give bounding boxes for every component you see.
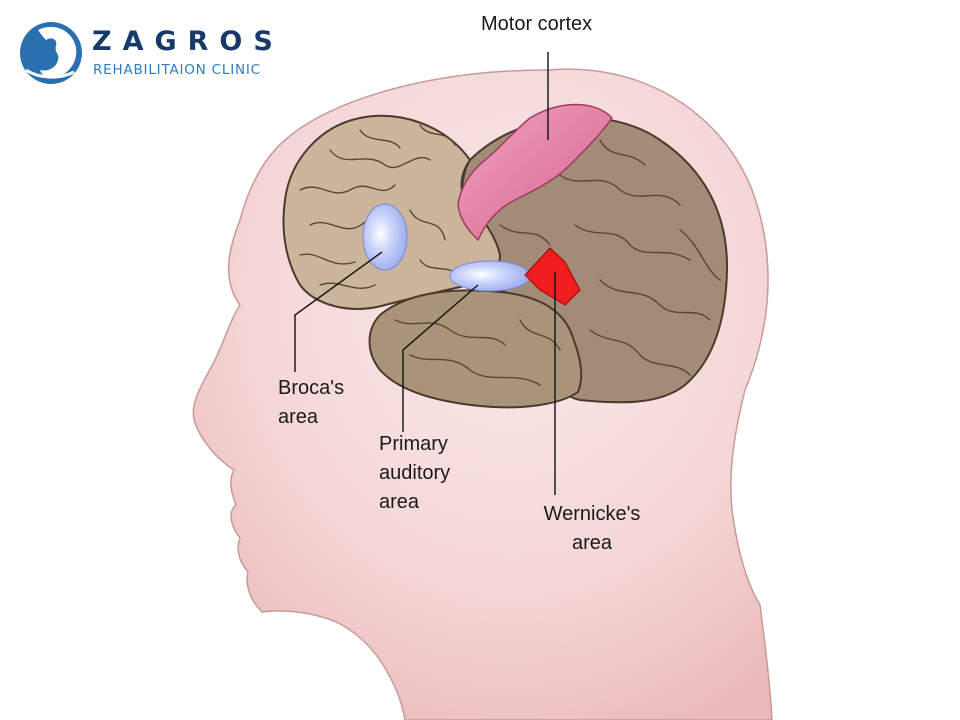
auditory-area-line3: area — [379, 491, 420, 513]
wernickes-area-region — [524, 247, 581, 306]
clinic-name: ZAGROS — [92, 26, 284, 57]
brocas-area-region — [362, 203, 408, 271]
auditory-area-line2: auditory — [379, 462, 451, 484]
brocas-area-line2: area — [278, 406, 319, 428]
primary-auditory-region — [449, 260, 531, 292]
motor-cortex-text: Motor cortex — [481, 13, 593, 35]
clinic-subtitle: REHABILITAION CLINIC — [93, 62, 261, 78]
primary-auditory-area-label: Primary auditory area — [379, 430, 450, 517]
brain-gyri-lines — [299, 124, 721, 386]
motor-cortex-label: Motor cortex — [481, 10, 592, 39]
clinic-logo: ZAGROS REHABILITAION CLINIC — [18, 18, 278, 90]
auditory-leader — [402, 284, 479, 432]
leader-lines — [294, 52, 556, 495]
brocas-leader — [294, 251, 383, 372]
wernickes-area-line1: Wernicke's — [543, 503, 641, 525]
wernickes-area-line2: area — [571, 532, 613, 554]
brocas-area-label: Broca's area — [278, 374, 344, 432]
auditory-area-line1: Primary — [379, 433, 448, 455]
wernickes-area-label: Wernicke's area — [534, 500, 650, 558]
brocas-area-line1: Broca's — [278, 377, 345, 399]
motor-cortex-region — [457, 103, 613, 242]
clinic-logo-icon — [20, 22, 82, 84]
